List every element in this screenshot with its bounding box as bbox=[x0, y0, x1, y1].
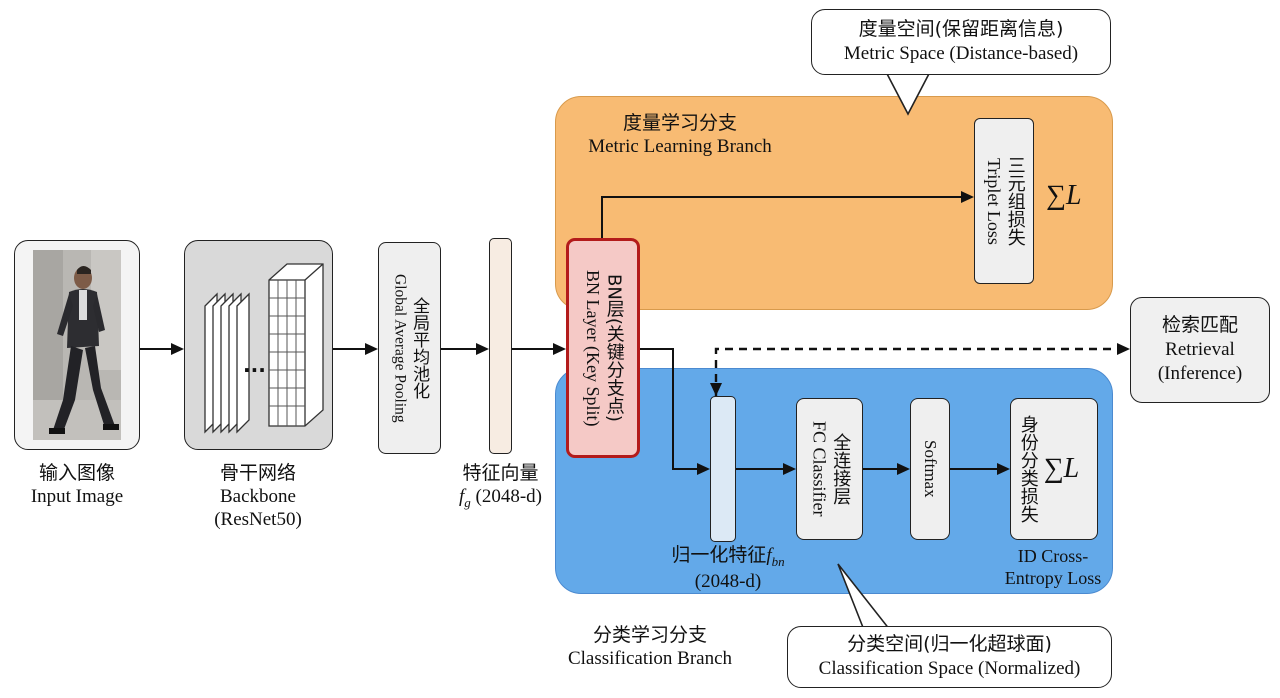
triplet-label-en: Triplet Loss bbox=[984, 157, 1004, 245]
feature-vector-dim-line: fg (2048-d) bbox=[438, 485, 563, 511]
triplet-loss-block: 三元组损失 Triplet Loss bbox=[974, 118, 1034, 284]
retrieval-block: 检索匹配 Retrieval (Inference) bbox=[1130, 297, 1270, 403]
classification-space-cn: 分类空间(归一化超球面) bbox=[847, 633, 1052, 656]
metric-space-en: Metric Space (Distance-based) bbox=[843, 43, 1079, 64]
metric-branch-title-en: Metric Learning Branch bbox=[588, 136, 772, 158]
fc-label-en: FC Classifier bbox=[809, 421, 830, 517]
backbone-caption: 骨干网络 Backbone (ResNet50) bbox=[178, 462, 338, 532]
classification-space-en: Classification Space (Normalized) bbox=[818, 658, 1081, 679]
classification-branch-title: 分类学习分支 Classification Branch bbox=[535, 624, 765, 670]
metric-space-callout: 度量空间(保留距离信息) Metric Space (Distance-base… bbox=[811, 9, 1111, 75]
feature-vector-bar bbox=[489, 238, 512, 454]
feature-vector-label-cn: 特征向量 bbox=[462, 462, 539, 484]
classification-branch-title-cn: 分类学习分支 bbox=[592, 624, 707, 646]
retrieval-label-en1: Retrieval bbox=[1165, 338, 1235, 360]
bn-label-cn: BN层(关键分支点) bbox=[603, 274, 625, 422]
metric-space-cn: 度量空间(保留距离信息) bbox=[858, 18, 1064, 41]
retrieval-label-cn: 检索匹配 bbox=[1161, 313, 1238, 336]
id-loss-caption: ID Cross- Entropy Loss bbox=[982, 546, 1124, 590]
softmax-block: Softmax bbox=[910, 398, 950, 540]
id-loss-en2: Entropy Loss bbox=[1004, 567, 1102, 588]
backbone-model: (ResNet50) bbox=[214, 509, 302, 531]
classification-space-callout-pointer bbox=[837, 563, 892, 631]
pedestrian-photo bbox=[33, 250, 121, 440]
normalized-feature-line: 归一化特征fbn bbox=[628, 544, 828, 570]
backbone-ellipsis: ... bbox=[243, 353, 266, 377]
fc-classifier-block: 全连接层 FC Classifier bbox=[796, 398, 863, 540]
id-loss-block: 身份分类损失 ∑L bbox=[1010, 398, 1098, 540]
metric-branch-title: 度量学习分支 Metric Learning Branch bbox=[560, 112, 800, 158]
normalized-feature-sub: bn bbox=[771, 553, 785, 569]
normalized-feature-dim: (2048-d) bbox=[694, 570, 762, 592]
id-loss-sum-symbol: ∑L bbox=[1043, 453, 1080, 484]
input-title-cn: 输入图像 bbox=[38, 462, 115, 484]
metric-branch-title-cn: 度量学习分支 bbox=[622, 112, 737, 134]
backbone-block: ... bbox=[184, 240, 333, 450]
classification-branch-title-en: Classification Branch bbox=[567, 648, 733, 670]
id-loss-en1: ID Cross- bbox=[1017, 546, 1089, 566]
fc-label-cn: 全连接层 bbox=[830, 432, 852, 505]
arrow-bn-to-normfeat bbox=[640, 348, 698, 470]
feature-symbol-sub: g bbox=[464, 494, 471, 510]
feature-vector-caption: 特征向量 fg (2048-d) bbox=[438, 462, 563, 511]
softmax-label: Softmax bbox=[920, 440, 940, 498]
arrow-bn-to-triplet bbox=[601, 196, 962, 238]
gap-label-cn: 全局平均池化 bbox=[409, 296, 430, 399]
gap-label-en: Global Average Pooling bbox=[391, 273, 409, 423]
feature-map-stack-icon bbox=[204, 263, 324, 434]
input-image-caption: 输入图像 Input Image bbox=[0, 462, 154, 508]
id-loss-label-cn: 身份分类损失 bbox=[1017, 415, 1039, 523]
bn-layer-block: BN层(关键分支点) BN Layer (Key Split) bbox=[566, 238, 640, 458]
normalized-feature-bar bbox=[710, 396, 736, 542]
gap-block: 全局平均池化 Global Average Pooling bbox=[378, 242, 441, 454]
feature-dim: (2048-d) bbox=[475, 486, 542, 508]
retrieval-label-en2: (Inference) bbox=[1157, 363, 1243, 385]
backbone-title-en: Backbone bbox=[220, 486, 296, 508]
normalized-feature-cn: 归一化特征 bbox=[671, 544, 767, 566]
input-image-frame bbox=[14, 240, 140, 450]
normalized-feature-caption: 归一化特征fbn (2048-d) bbox=[628, 544, 828, 593]
feature-symbol: f bbox=[458, 486, 465, 508]
triplet-sum-symbol: ∑L bbox=[1046, 180, 1082, 211]
triplet-label-cn: 三元组损失 bbox=[1004, 156, 1026, 246]
bn-label-en: BN Layer (Key Split) bbox=[583, 269, 603, 427]
classification-space-callout: 分类空间(归一化超球面) Classification Space (Norma… bbox=[787, 626, 1112, 688]
normalized-feature-symbol: f bbox=[766, 545, 772, 566]
arrow-normfeat-to-retrieval bbox=[714, 347, 1118, 396]
input-title-en: Input Image bbox=[30, 486, 124, 508]
backbone-title-cn: 骨干网络 bbox=[219, 462, 296, 484]
